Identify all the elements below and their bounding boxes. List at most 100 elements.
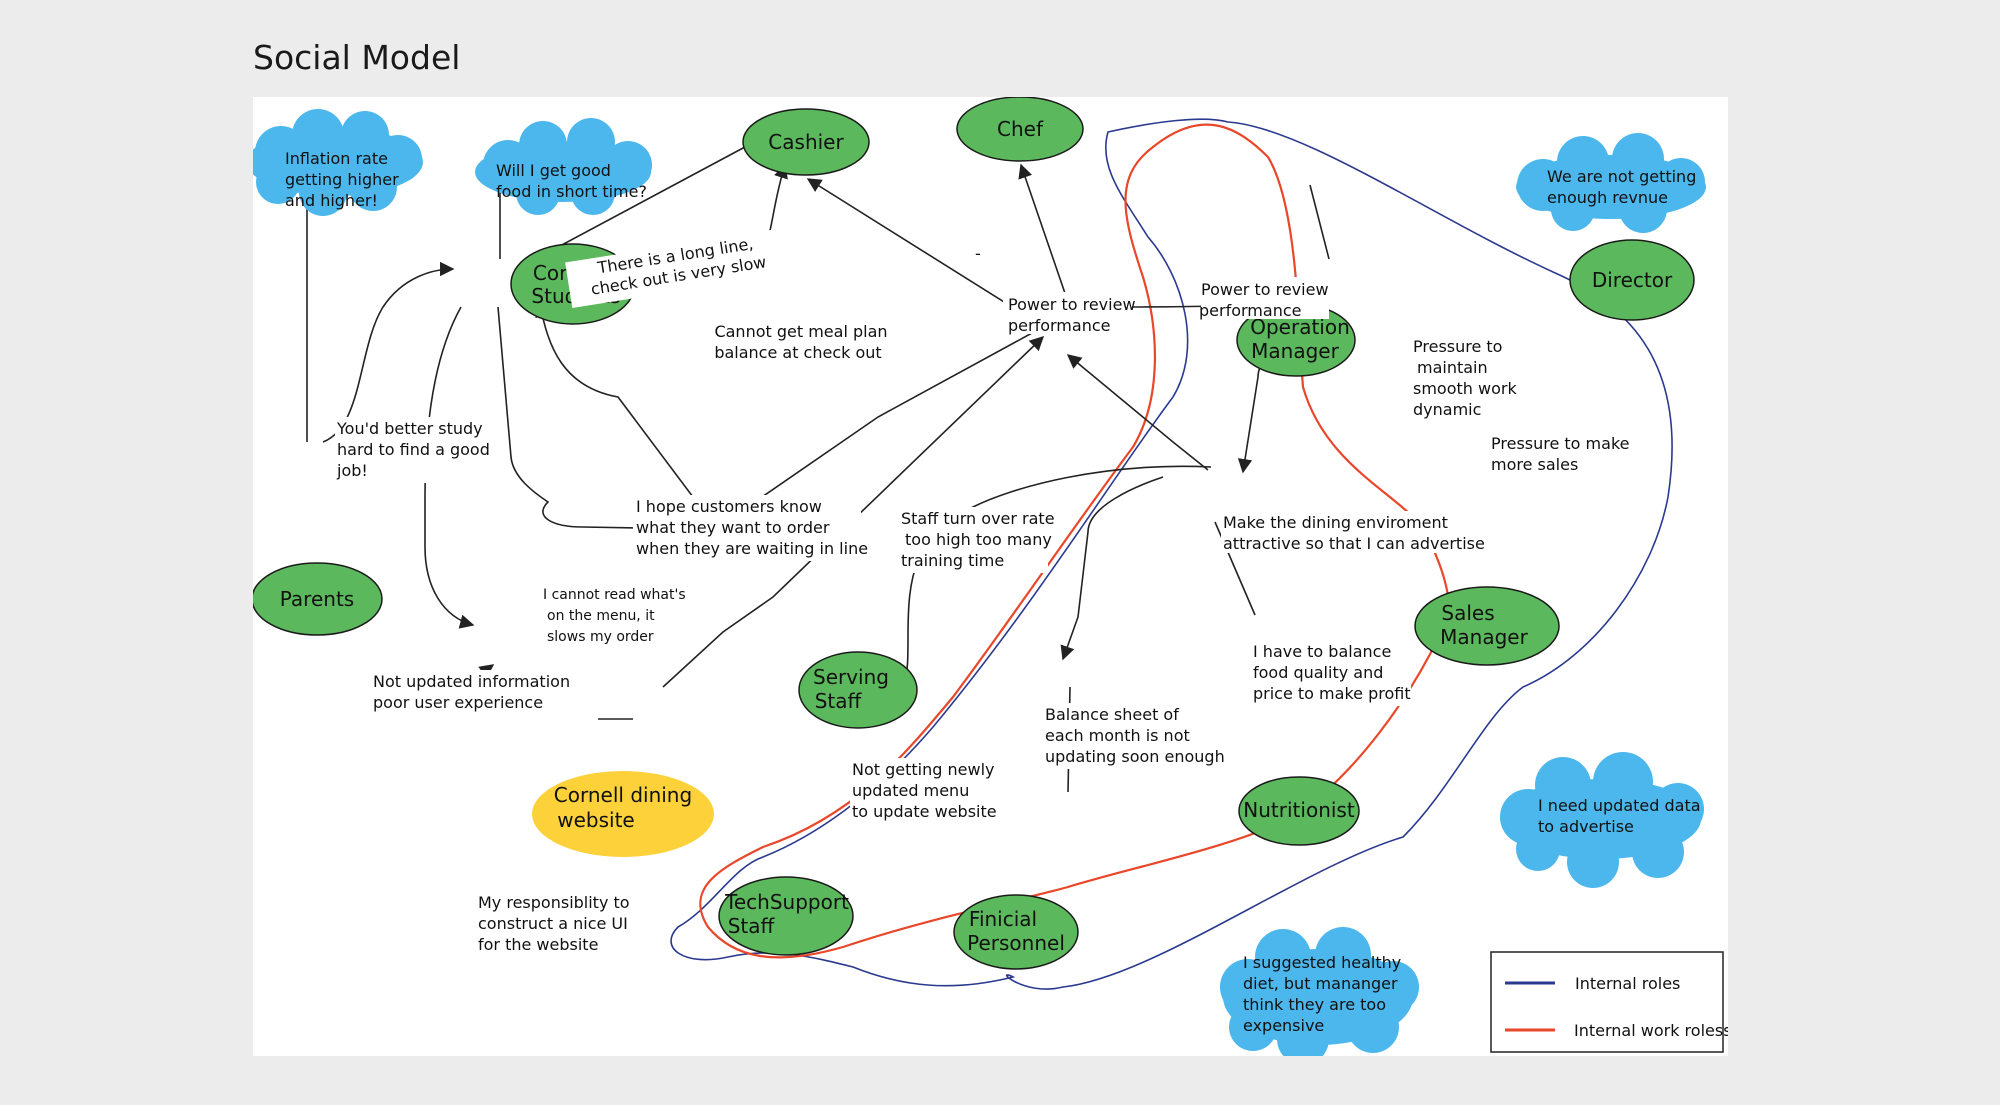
edge-label-pressure-maintain-2: maintain [1417, 358, 1488, 377]
edge-label-responsibility-3: for the website [478, 935, 598, 954]
edge-label-power-chef-1: Power to review [1201, 280, 1329, 299]
edge-label-balance-sheet: Balance sheet of each month is not updat… [1043, 703, 1225, 769]
edge-label-cannot-read-3: slows my order [547, 629, 654, 645]
edge-label-balance-sheet-1: Balance sheet of [1045, 705, 1179, 724]
edge-salesmanager-finicial [871, 465, 1212, 723]
node-techsupport-label-1: TechSupport [724, 890, 849, 914]
edge-label-staff-turnover-3: training time [901, 551, 1004, 570]
edge-label-power-cashier: Power to review performance [1003, 292, 1136, 335]
edge-label-not-updated-1: Not updated information [373, 672, 570, 691]
edge-techsupport-opmanager [662, 336, 1045, 688]
node-sales-manager-label-1: Sales [1441, 601, 1494, 625]
edge-label-pressure-maintain-3: smooth work [1413, 379, 1517, 398]
edge-label-responsibility: My responsiblity to construct a nice UI … [476, 891, 630, 957]
node-dining-website: Cornell dining website [532, 771, 714, 857]
edge-opmanager-chef [1018, 163, 1069, 303]
cloud-revenue: We are not getting enough revnue [1516, 133, 1706, 233]
edge-label-staff-turnover-2: too high too many [905, 530, 1052, 549]
cloud-good-food-shape [475, 118, 652, 215]
cloud-updated-data-line-2: to advertise [1538, 817, 1634, 836]
edge-label-cannot-read: I cannot read what's on the menu, it slo… [541, 583, 691, 645]
legend-internal-work-roles-label: Internal work roless [1574, 1021, 1728, 1040]
edge-label-meal-plan-2: balance at check out [714, 343, 881, 362]
edge-students-serving [497, 306, 695, 536]
edge-serving-students [535, 302, 709, 518]
node-cashier: Cashier [742, 108, 870, 176]
edge-label-power-cashier-2: performance [1008, 316, 1110, 335]
legend-internal-roles-label: Internal roles [1575, 974, 1680, 993]
edge-label-balance-sheet-3: updating soon enough [1045, 747, 1225, 766]
edge-parents-students [322, 261, 455, 443]
node-finicial-personnel: Finicial Personnel [953, 894, 1079, 970]
edge-label-staff-turnover-1: Staff turn over rate [901, 509, 1055, 528]
edge-label-study-3: job! [336, 461, 368, 480]
diagram-canvas: Cashier Chef Cornell Students Director O… [253, 97, 1728, 1056]
cloud-good-food-line-2: food in short time? [496, 182, 647, 201]
node-website-label-1: Cornell dining [554, 783, 692, 807]
edge-opmanager-cashier [806, 178, 1029, 318]
edge-label-newly-menu-3: to update website [852, 802, 997, 821]
cloud-healthy-diet-line-4: expensive [1243, 1016, 1324, 1035]
edge-label-newly-menu: Not getting newly updated menu to update… [850, 758, 1000, 824]
edge-label-study-1: You'd better study [336, 419, 483, 438]
edge-label-newly-menu-2: updated menu [852, 781, 969, 800]
node-serving-staff-label-1: Serving [813, 665, 889, 689]
edge-label-study-2: hard to find a good [337, 440, 490, 459]
node-nutritionist: Nutritionist [1238, 776, 1360, 846]
edge-label-staff-turnover: Staff turn over rate too high too many t… [898, 507, 1055, 573]
edge-label-pressure-sales-1: Pressure to make [1491, 434, 1629, 453]
edge-students-cashier [529, 139, 760, 263]
edge-label-balance-food: I have to balance food quality and price… [1251, 640, 1411, 706]
node-parents-label: Parents [280, 587, 354, 611]
edge-label-study: You'd better study hard to find a good j… [335, 417, 491, 483]
edge-label-hope-customers-3: when they are waiting in line [636, 539, 868, 558]
edge-label-pressure-maintain: Pressure to maintain smooth work dynamic [1411, 335, 1521, 421]
edge-label-balance-sheet-2: each month is not [1045, 726, 1190, 745]
legend: Internal roles Internal work roless [1490, 951, 1728, 1053]
edge-label-not-updated: Not updated information poor user experi… [371, 670, 577, 712]
edge-label-responsibility-2: construct a nice UI [478, 914, 628, 933]
edge-label-power-chef-2: performance [1199, 301, 1301, 320]
cloud-inflation-line-3: and higher! [285, 191, 378, 210]
edge-label-pressure-maintain-4: dynamic [1413, 400, 1481, 419]
edge-students-website [424, 306, 475, 629]
cloud-inflation-line-2: getting higher [285, 170, 399, 189]
cloud-updated-data-shape [1500, 752, 1704, 888]
edge-label-dining-env-1: Make the dining enviroment [1223, 513, 1448, 532]
edge-label-dining-env-2: attractive so that I can advertise [1223, 534, 1485, 553]
node-chef-label: Chef [997, 117, 1044, 141]
edge-label-pressure-maintain-1: Pressure to [1413, 337, 1502, 356]
node-operation-manager-label-2: Manager [1251, 339, 1339, 363]
legend-box [1490, 951, 1724, 1053]
edge-label-power-cashier-1: Power to review [1008, 295, 1136, 314]
edge-label-balance-food-2: food quality and [1253, 663, 1383, 682]
node-chef: Chef [956, 97, 1084, 162]
edge-label-long-line: There is a long line, check out is very … [565, 229, 780, 308]
edge-label-power-chef: Power to review performance [1199, 277, 1329, 320]
edge-label-pressure-sales-2: more sales [1491, 455, 1578, 474]
cloud-updated-data-line-1: I need updated data [1538, 796, 1701, 815]
edge-label-hope-customers: I hope customers know what they want to … [633, 495, 868, 561]
cloud-inflation-shape [253, 109, 423, 216]
edge-revenue-director [1309, 184, 1330, 260]
edge-label-not-updated-2: poor user experience [373, 693, 543, 712]
edge-label-pressure-sales: Pressure to make more sales [1489, 432, 1629, 474]
edge-label-dash: - [975, 244, 981, 263]
edge-label-balance-food-3: price to make profit [1253, 684, 1411, 703]
node-director-label: Director [1592, 268, 1673, 292]
cloud-updated-data: I need updated data to advertise [1500, 752, 1704, 888]
node-sales-manager-label-2: Manager [1440, 625, 1528, 649]
edge-label-responsibility-1: My responsiblity to [478, 893, 630, 912]
edge-label-balance-food-1: I have to balance [1253, 642, 1391, 661]
node-serving-staff-label-2: Staff [815, 689, 863, 713]
cloud-healthy-diet: I suggested healthy diet, but mananger t… [1220, 927, 1419, 1056]
edge-opmanager-serving [731, 326, 1044, 518]
edge-label-meal-plan-1: Cannot get meal plan [714, 322, 887, 341]
page-title: Social Model [253, 38, 461, 77]
cloud-inflation-line-1: Inflation rate [285, 149, 388, 168]
node-techsupport-label-2: Staff [728, 914, 776, 938]
cloud-healthy-diet-line-2: diet, but mananger [1243, 974, 1398, 993]
cloud-healthy-diet-shape [1220, 927, 1419, 1056]
cloud-good-food: Will I get good food in short time? [475, 118, 652, 215]
edge-label-cannot-read-2: on the menu, it [547, 608, 655, 624]
